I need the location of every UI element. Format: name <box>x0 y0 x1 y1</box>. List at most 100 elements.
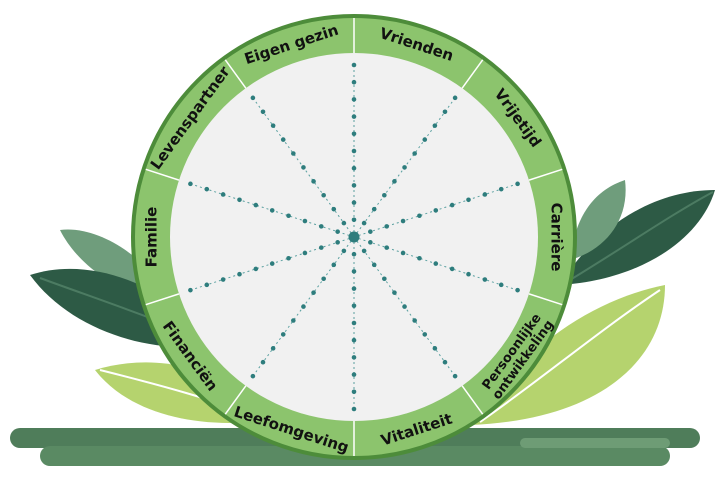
scale-point <box>351 183 357 188</box>
scale-point <box>220 277 226 282</box>
scale-point <box>351 269 357 274</box>
scale-point <box>351 286 357 291</box>
scale-point <box>280 332 286 337</box>
scale-point <box>482 277 488 282</box>
scale-point <box>351 251 357 257</box>
scale-point <box>286 255 291 261</box>
segment-divider <box>528 168 563 181</box>
scale-point <box>237 271 242 277</box>
scale-point <box>382 276 387 282</box>
segment-label: Familie <box>143 207 161 268</box>
scale-point <box>301 165 306 170</box>
segment-divider <box>224 385 247 415</box>
scale-point <box>361 220 367 226</box>
scale-point <box>368 229 373 234</box>
scale-point <box>351 97 357 102</box>
scale-point <box>335 229 340 234</box>
scale-point <box>433 208 439 213</box>
scale-point <box>270 346 276 351</box>
scale-point <box>371 206 377 212</box>
scale-point <box>341 248 347 254</box>
scale-point <box>311 179 316 184</box>
scale-point <box>402 304 407 309</box>
scale-point <box>351 131 357 137</box>
scale-point <box>301 304 306 309</box>
scale-point <box>412 318 417 323</box>
scale-point <box>452 95 458 101</box>
scale-point <box>302 218 308 224</box>
scale-point <box>384 245 390 250</box>
scale-point <box>400 218 406 224</box>
ground-bar-accent <box>520 438 670 448</box>
scale-point <box>400 250 406 256</box>
scale-point <box>392 290 397 295</box>
segment-divider <box>461 59 484 89</box>
scale-point <box>341 220 347 226</box>
scale-point <box>351 320 357 326</box>
scale-point <box>417 213 422 219</box>
scale-point <box>412 151 417 156</box>
scale-point <box>351 303 357 309</box>
scale-point <box>260 109 266 115</box>
scale-point <box>188 181 193 187</box>
scale-point <box>515 181 520 187</box>
leaf-right-dark-vein <box>564 191 714 284</box>
segment-divider <box>528 293 563 306</box>
scale-point <box>392 179 397 184</box>
scale-point <box>498 186 504 192</box>
segment-divider <box>145 293 180 306</box>
leaf-right-small <box>570 180 626 260</box>
segment-divider <box>145 168 180 181</box>
scale-point <box>237 197 242 203</box>
scale-point <box>204 186 210 192</box>
scale-point <box>204 282 210 288</box>
right-leaves <box>470 180 715 425</box>
scale-point <box>286 213 291 219</box>
scale-point <box>351 62 357 68</box>
wheel-center-hub <box>348 231 360 243</box>
scale-point <box>318 224 324 229</box>
scale-point <box>442 109 448 115</box>
scale-point <box>280 137 286 142</box>
scale-point <box>371 262 377 268</box>
segment-label: Carrière <box>548 203 566 272</box>
scale-point <box>260 359 266 365</box>
scale-point <box>442 359 448 365</box>
scale-point <box>291 151 296 156</box>
scale-point <box>382 192 387 198</box>
scale-point <box>351 406 357 412</box>
scale-point <box>351 372 357 377</box>
scale-point <box>417 255 422 261</box>
scale-point <box>466 197 471 203</box>
scale-point <box>331 262 337 268</box>
scale-point <box>351 79 357 85</box>
scale-point <box>449 266 455 272</box>
scale-point <box>498 282 504 288</box>
scale-point <box>351 355 357 360</box>
scale-point <box>250 373 256 379</box>
scale-point <box>432 123 438 128</box>
scale-point <box>188 287 193 293</box>
scale-point <box>432 346 438 351</box>
scale-point <box>384 224 390 229</box>
scale-point <box>291 318 296 323</box>
scale-point <box>302 250 308 256</box>
scale-point <box>368 240 373 245</box>
scale-point <box>351 148 357 154</box>
scale-point <box>433 261 439 266</box>
scale-point <box>331 206 337 212</box>
scale-point <box>318 245 324 250</box>
scale-spokes <box>188 62 520 412</box>
segment-divider <box>224 59 247 89</box>
scale-point <box>422 137 428 142</box>
scale-point <box>422 332 428 337</box>
scale-point <box>321 276 326 282</box>
scale-point <box>351 337 357 343</box>
scale-point <box>351 114 357 119</box>
scale-point <box>466 271 471 277</box>
leaf-right-light-vein <box>479 289 661 423</box>
scale-point <box>351 165 357 171</box>
